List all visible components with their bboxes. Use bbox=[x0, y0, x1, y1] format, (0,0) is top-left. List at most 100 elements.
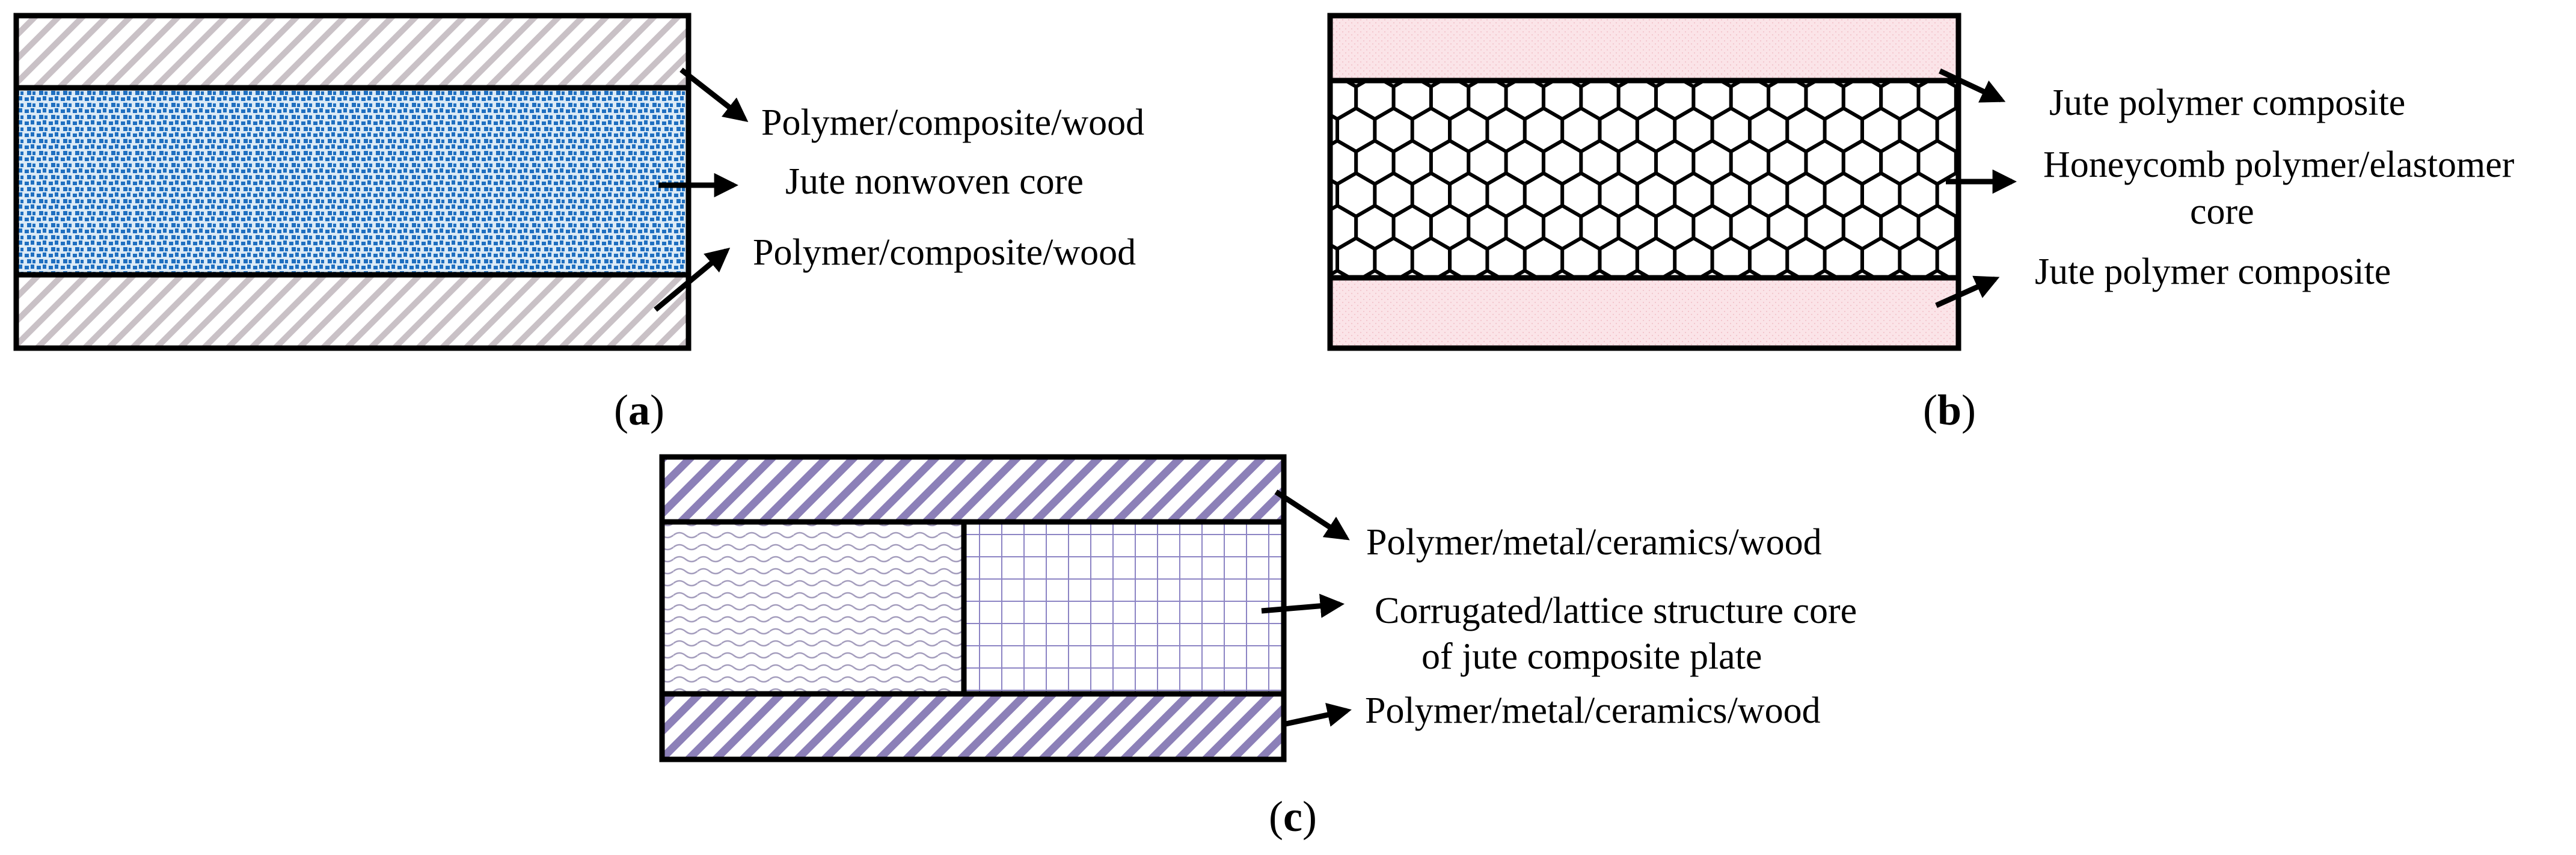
honeycomb-cell bbox=[1789, 110, 1823, 150]
honeycomb-cell bbox=[1330, 142, 1355, 182]
panel-c-arrow-top bbox=[1274, 489, 1350, 541]
honeycomb-cell bbox=[1432, 142, 1467, 182]
honeycomb-cell bbox=[1732, 142, 1767, 182]
honeycomb-cell bbox=[1714, 110, 1748, 150]
panel-c-arrow-bottom bbox=[1285, 703, 1352, 727]
honeycomb-cell bbox=[1620, 142, 1654, 182]
honeycomb-cell bbox=[1376, 175, 1411, 215]
honeycomb-cell bbox=[1939, 175, 1958, 215]
honeycomb-cell bbox=[1901, 110, 1936, 150]
honeycomb-cell bbox=[1507, 207, 1542, 247]
honeycomb-cell bbox=[1564, 110, 1598, 150]
honeycomb-cell bbox=[1526, 240, 1561, 278]
honeycomb-cell bbox=[1489, 110, 1523, 150]
honeycomb-cell bbox=[1358, 81, 1392, 117]
panel-a-arrow-top bbox=[679, 67, 749, 122]
honeycomb-cell bbox=[1395, 142, 1429, 182]
honeycomb-cell bbox=[1470, 142, 1504, 182]
honeycomb-cell bbox=[1376, 240, 1411, 278]
honeycomb-cell bbox=[1920, 81, 1954, 117]
honeycomb-cell bbox=[1620, 81, 1654, 117]
honeycomb-cell bbox=[1507, 142, 1542, 182]
honeycomb-cell bbox=[1639, 110, 1673, 150]
honeycomb-cell bbox=[1676, 240, 1711, 278]
honeycomb-cell bbox=[1695, 81, 1729, 117]
honeycomb-cell bbox=[1452, 175, 1486, 215]
honeycomb-cell bbox=[1957, 152, 1958, 173]
panel-c: Polymer/metal/ceramics/wood Corrugated/l… bbox=[659, 454, 1857, 841]
honeycomb-cell bbox=[1751, 175, 1786, 215]
honeycomb-cell bbox=[1639, 175, 1673, 215]
honeycomb-cell bbox=[1601, 175, 1636, 215]
honeycomb-cell bbox=[1676, 175, 1711, 215]
honeycomb-cell bbox=[1470, 207, 1504, 247]
honeycomb-cell bbox=[1526, 175, 1561, 215]
honeycomb-cell bbox=[1826, 110, 1860, 150]
honeycomb-cell bbox=[1770, 142, 1805, 182]
panel-b-top-layer bbox=[1330, 16, 1958, 81]
panel-b-label-top: Jute polymer composite bbox=[2049, 82, 2405, 123]
honeycomb-cell bbox=[1283, 273, 1317, 312]
honeycomb-cell bbox=[1939, 110, 1958, 150]
panel-a: Polymer/composite/wood Jute nonwoven cor… bbox=[13, 13, 1144, 434]
panel-a-top-layer bbox=[16, 16, 688, 88]
honeycomb-cell bbox=[1789, 240, 1823, 278]
honeycomb-cell bbox=[1789, 175, 1823, 215]
panel-c-label-core-line1: Corrugated/lattice structure core bbox=[1375, 590, 1857, 631]
panel-b-arrow-bottom bbox=[1935, 275, 2000, 308]
honeycomb-cell bbox=[1883, 142, 1917, 182]
honeycomb-cell bbox=[1358, 142, 1392, 182]
honeycomb-cell bbox=[1526, 110, 1561, 150]
panel-a-label-top: Polymer/composite/wood bbox=[761, 102, 1144, 143]
honeycomb-cell bbox=[1564, 240, 1598, 278]
panel-b-arrow-top bbox=[1939, 68, 2006, 103]
honeycomb-cell bbox=[1489, 240, 1523, 278]
honeycomb-cell bbox=[1920, 207, 1954, 247]
honeycomb-cell bbox=[1714, 175, 1748, 215]
honeycomb-cell bbox=[1639, 240, 1673, 278]
honeycomb-cell bbox=[1283, 208, 1317, 247]
honeycomb-cell bbox=[1489, 175, 1523, 215]
honeycomb-cell bbox=[1507, 81, 1542, 117]
honeycomb-cell bbox=[1620, 207, 1654, 247]
honeycomb-cell bbox=[1339, 240, 1373, 278]
honeycomb-cell bbox=[1826, 175, 1860, 215]
honeycomb-cell bbox=[1695, 142, 1729, 182]
honeycomb-cell bbox=[1330, 81, 1355, 117]
honeycomb-cell bbox=[1545, 142, 1580, 182]
honeycomb-cell bbox=[1901, 240, 1936, 278]
honeycomb-cell bbox=[1808, 207, 1842, 247]
honeycomb-cell bbox=[1883, 81, 1917, 117]
honeycomb-cell bbox=[1395, 207, 1429, 247]
panel-b: Jute polymer composite Honeycomb polymer… bbox=[1283, 13, 2515, 434]
honeycomb-cell bbox=[1751, 110, 1786, 150]
honeycomb-cell bbox=[1714, 240, 1748, 278]
honeycomb-cell bbox=[1545, 81, 1580, 117]
honeycomb-cell bbox=[1939, 240, 1958, 278]
honeycomb-cell bbox=[1976, 111, 2010, 150]
honeycomb-cell bbox=[1695, 207, 1729, 247]
honeycomb-cell bbox=[1808, 142, 1842, 182]
honeycomb-cell bbox=[1583, 81, 1617, 117]
panel-c-label-core-line2: of jute composite plate bbox=[1421, 636, 1762, 677]
honeycomb-cell bbox=[1583, 142, 1617, 182]
honeycomb-cell bbox=[1732, 81, 1767, 117]
panel-c-caption: (c) bbox=[1269, 792, 1317, 841]
honeycomb-cell bbox=[1414, 175, 1448, 215]
honeycomb-cell bbox=[1358, 207, 1392, 247]
honeycomb-cell bbox=[1452, 110, 1486, 150]
panel-b-label-core-line2: core bbox=[2190, 191, 2254, 232]
honeycomb-cell bbox=[1770, 207, 1805, 247]
honeycomb-cell bbox=[1808, 81, 1842, 117]
honeycomb-cell bbox=[1395, 81, 1429, 117]
honeycomb-cell bbox=[1601, 240, 1636, 278]
panel-c-bottom-layer bbox=[662, 694, 1284, 759]
honeycomb-cell bbox=[1470, 81, 1504, 117]
honeycomb-cell bbox=[1920, 142, 1954, 182]
honeycomb-cell bbox=[1845, 207, 1880, 247]
honeycomb-cell bbox=[1658, 142, 1692, 182]
honeycomb-cell bbox=[1864, 175, 1898, 215]
honeycomb-cell bbox=[1339, 175, 1373, 215]
panel-a-arrow-bottom bbox=[654, 247, 731, 312]
